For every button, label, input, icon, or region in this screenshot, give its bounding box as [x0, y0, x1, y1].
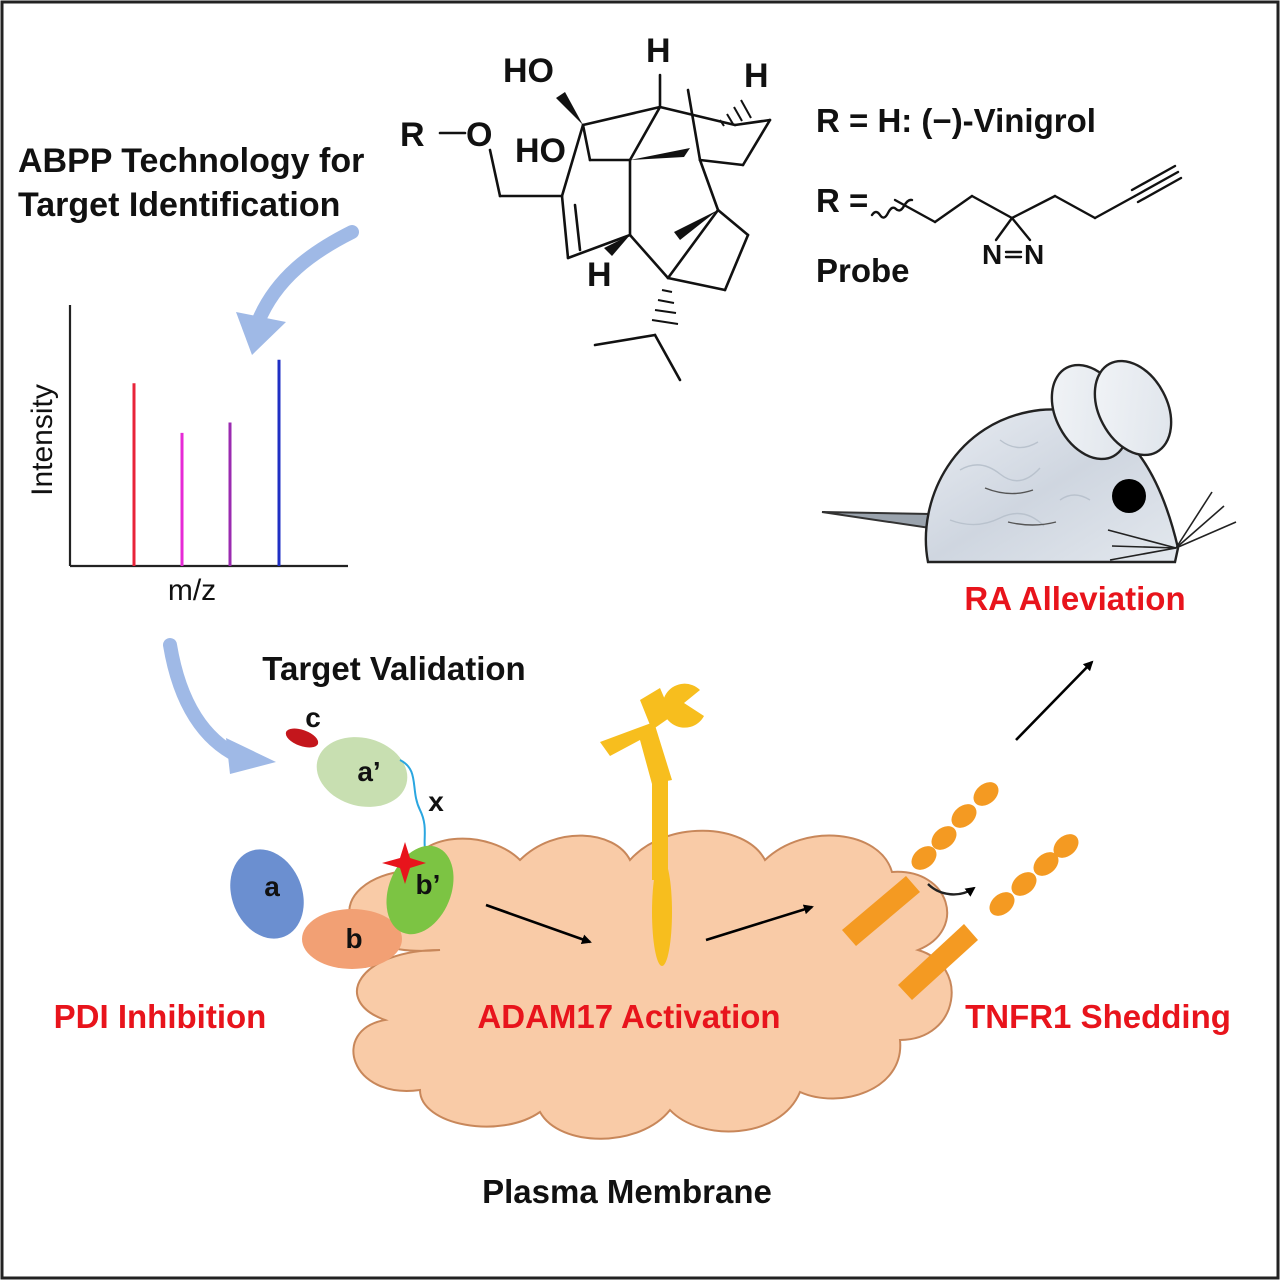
spectrum-peaks: [132, 359, 281, 566]
domain-a-prime-label: a’: [357, 756, 380, 787]
mouse-illustration: [821, 359, 1237, 564]
membrane-label: Plasma Membrane: [482, 1173, 772, 1210]
linker-x: [399, 759, 429, 857]
probe-chain: [870, 164, 1183, 259]
domain-a: [230, 849, 304, 939]
mouse-ear-front: [1093, 359, 1173, 457]
domain-b-label: b: [345, 923, 362, 954]
domain-b-prime-label: b’: [416, 869, 441, 900]
mass-spectrum: m/z Intensity: [26, 305, 348, 607]
atom-o: O: [466, 116, 492, 154]
atom-r: R: [400, 116, 425, 154]
atom-h-top: H: [646, 32, 671, 70]
tnfr1-receptor-membrane: [842, 782, 999, 1000]
domain-b: [302, 909, 402, 969]
spectrum-y-label: Intensity: [26, 384, 59, 496]
spectrum-x-label: m/z: [168, 574, 216, 607]
mouse-tail: [821, 511, 931, 530]
arrow-tnfr1-to-ra: [1015, 660, 1094, 741]
step-ra-alleviation: RA Alleviation: [964, 580, 1185, 617]
domain-c: [285, 728, 319, 748]
shed-arrow: [927, 883, 976, 897]
step-pdi-inhibition: PDI Inhibition: [54, 998, 267, 1035]
diazirine-n1: N: [982, 239, 1002, 270]
abpp-title-line1: ABPP Technology for: [18, 142, 364, 180]
blue-arrow-to-validation: [163, 638, 276, 774]
atom-h-right: H: [744, 57, 769, 95]
binding-star: [382, 842, 426, 884]
atom-ho-top: HO: [503, 52, 554, 90]
adam17-protein: [600, 683, 704, 966]
atom-h-bottom: H: [587, 256, 612, 294]
atom-ho-mid: HO: [515, 132, 566, 170]
diazirine-n2: N: [1024, 239, 1044, 270]
r-equals-h-label: R = H: (−)-Vinigrol: [816, 102, 1096, 139]
mouse-eye: [1112, 479, 1146, 513]
plasma-membrane: [348, 829, 953, 1140]
domain-a-prime: [316, 737, 408, 807]
tnfr1-shed-fragment: [989, 834, 1079, 916]
probe-label: Probe: [816, 252, 910, 289]
domain-c-label: c: [305, 702, 321, 733]
r-equals-label: R =: [816, 182, 868, 219]
step-tnfr1-shedding: TNFR1 Shedding: [965, 998, 1231, 1035]
stereo-bonds: [556, 92, 752, 325]
linker-x-label: x: [428, 786, 444, 817]
domain-a-label: a: [264, 871, 280, 902]
target-validation-title: Target Validation: [262, 650, 525, 687]
arrow-pdi-to-adam17: [485, 903, 592, 945]
abpp-title-line2: Target Identification: [18, 186, 340, 224]
arrow-adam17-to-tnfr1: [705, 904, 814, 942]
step-adam17-activation: ADAM17 Activation: [477, 998, 780, 1035]
vinigrol-structure: [438, 73, 772, 382]
blue-arrow-to-spectrum: [236, 225, 359, 355]
mouse-whiskers: [1107, 491, 1237, 561]
